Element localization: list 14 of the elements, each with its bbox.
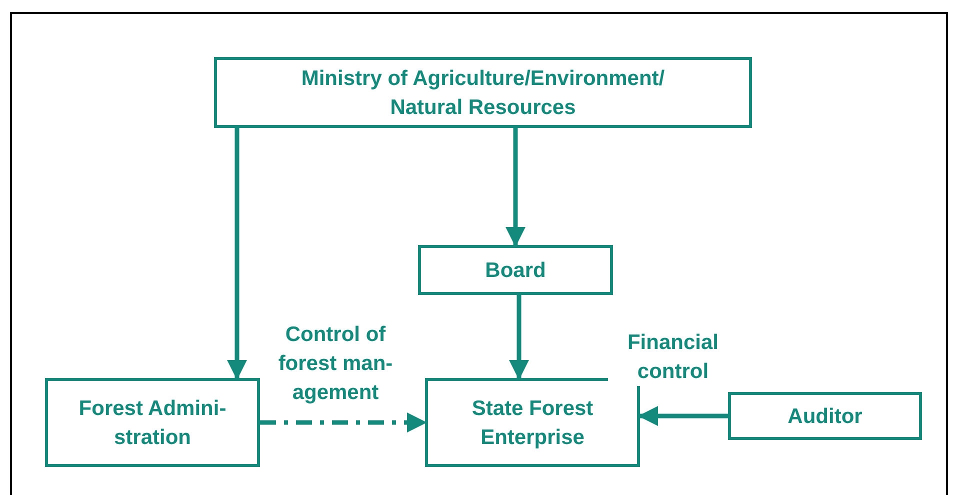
org-box — [214, 57, 752, 128]
box-label: Auditor — [788, 404, 862, 430]
arrow — [508, 295, 530, 380]
arrow — [505, 128, 526, 248]
box-label: State Forest Enterprise — [470, 396, 594, 450]
box-label: Forest Admini- stration — [78, 396, 228, 450]
arrow — [260, 412, 428, 433]
org-box — [418, 245, 613, 295]
org-box — [728, 392, 922, 440]
org-box — [425, 378, 640, 467]
arrow — [226, 128, 248, 380]
org-box — [45, 378, 260, 467]
box-label: Ministry of Agriculture/Environment/ Natural Resources — [300, 66, 666, 120]
box-label: Board — [485, 258, 546, 284]
